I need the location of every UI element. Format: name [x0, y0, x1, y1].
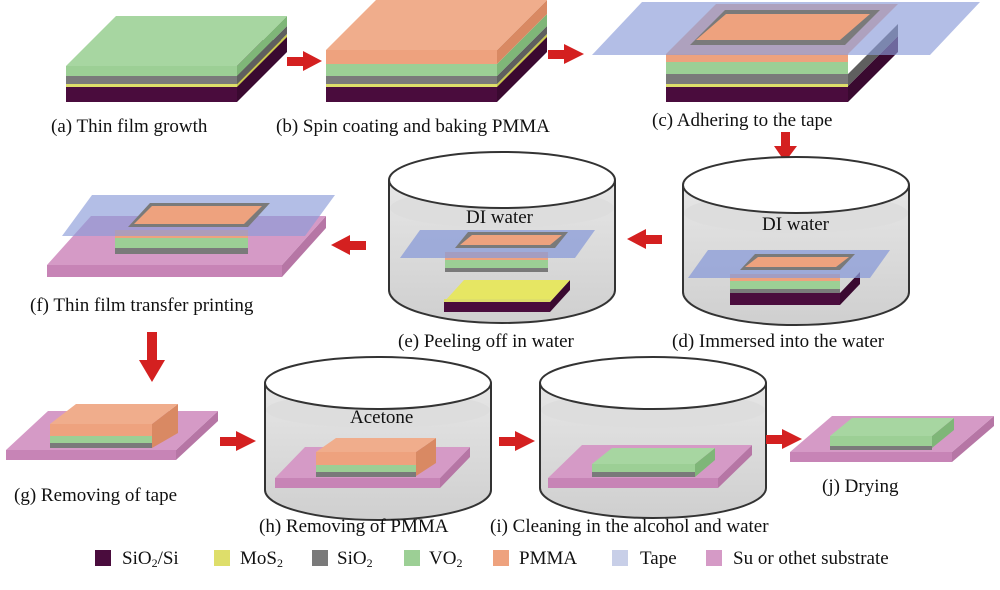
label-di-water-e: DI water [466, 207, 533, 228]
legend-swatch-sio2-si [95, 550, 111, 566]
caption-c: (c) Adhering to the tape [652, 110, 833, 131]
caption-j: (j) Drying [822, 476, 899, 497]
stack-a [66, 16, 287, 102]
legend-swatch-pmma [493, 550, 509, 566]
arrow-b-c [548, 44, 584, 64]
stack-j [790, 416, 994, 462]
caption-a: (a) Thin film growth [51, 116, 208, 137]
caption-d: (d) Immersed into the water [672, 331, 885, 352]
beaker-e [388, 151, 616, 324]
label-di-water-d: DI water [762, 214, 829, 235]
legend-label-mos2: MoS2 [240, 548, 283, 570]
legend-swatch-tape [612, 550, 628, 566]
arrow-h-i [499, 431, 535, 451]
caption-b: (b) Spin coating and baking PMMA [276, 116, 550, 137]
caption-f: (f) Thin film transfer printing [30, 295, 254, 316]
legend-label-pmma: PMMA [519, 548, 578, 569]
arrow-i-j [766, 429, 802, 449]
arrow-e-f [331, 235, 366, 255]
stack-b [326, 0, 547, 102]
legend-label-sio2-si: SiO2/Si [122, 548, 179, 570]
legend-label-sio2: SiO2 [337, 548, 373, 570]
arrow-f-g [139, 332, 165, 382]
legend: SiO2/Si MoS2 SiO2 VO2 PMMA Tape Su or ot… [0, 540, 1000, 580]
legend-swatch-mos2 [214, 550, 230, 566]
stack-g [6, 404, 218, 460]
label-acetone: Acetone [350, 407, 414, 428]
legend-swatch-su-substrate [706, 550, 722, 566]
beaker-h [264, 356, 492, 521]
arrow-a-b [287, 51, 322, 71]
legend-swatch-sio2 [312, 550, 328, 566]
beaker-d [682, 156, 910, 326]
caption-i: (i) Cleaning in the alcohol and water [490, 516, 769, 537]
legend-label-tape: Tape [640, 548, 677, 569]
stack-f [47, 195, 335, 277]
arrow-d-e [627, 229, 662, 249]
legend-swatch-vo2 [404, 550, 420, 566]
caption-g: (g) Removing of tape [14, 485, 178, 506]
arrow-g-h [220, 431, 256, 451]
caption-e: (e) Peeling off in water [398, 331, 574, 352]
arrow-c-d [774, 132, 797, 162]
caption-h: (h) Removing of PMMA [259, 516, 449, 537]
stack-c [592, 2, 980, 102]
legend-label-vo2: VO2 [429, 548, 463, 570]
beaker-i [539, 356, 767, 519]
legend-label-su-substrate: Su or othet substrate [733, 548, 889, 569]
